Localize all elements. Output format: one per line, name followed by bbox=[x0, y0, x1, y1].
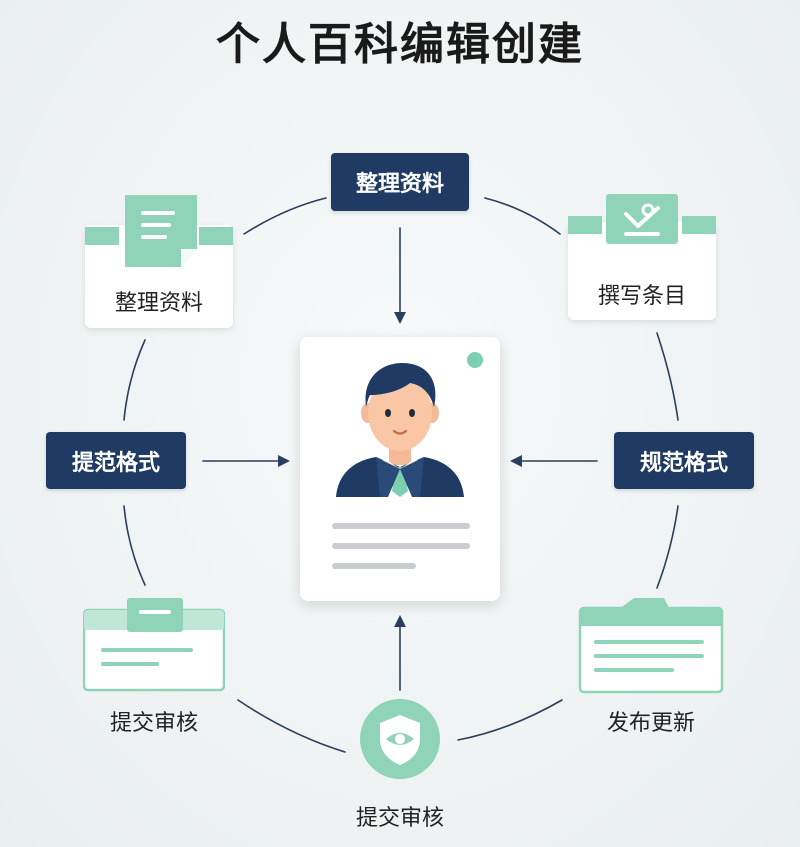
arc-right-lower bbox=[656, 505, 679, 589]
arc-right-upper bbox=[656, 332, 679, 421]
arrowhead-top bbox=[394, 312, 406, 324]
step-top-text: 整理资料 bbox=[355, 172, 444, 197]
profile-line-3 bbox=[332, 563, 416, 569]
submit-review-label-left: 提交审核 bbox=[109, 711, 198, 736]
document-icon bbox=[85, 195, 233, 267]
folder-document-icon bbox=[578, 598, 724, 694]
arc-left-upper bbox=[123, 339, 146, 421]
card-organize-materials-label: 整理资料 bbox=[114, 291, 203, 316]
edit-checkmark-icon bbox=[568, 194, 716, 244]
profile-line-1 bbox=[332, 523, 470, 529]
page-title: 个人百科编辑创建 bbox=[216, 19, 584, 70]
arrowhead-right bbox=[510, 455, 522, 467]
profile-line-2 bbox=[332, 543, 470, 549]
step-right-text: 规范格式 bbox=[639, 450, 728, 476]
submit-review-label-bottom: 提交审核 bbox=[355, 806, 444, 831]
arc-left-lower bbox=[123, 505, 146, 586]
arrowhead-left bbox=[278, 455, 290, 467]
eye-shield-icon[interactable] bbox=[358, 697, 442, 781]
form-icon bbox=[83, 598, 225, 692]
businessman-avatar-icon bbox=[336, 363, 464, 497]
arrowhead-bottom bbox=[394, 615, 406, 627]
arc-top-left bbox=[243, 197, 327, 235]
card-write-entry-label: 撰写条目 bbox=[597, 284, 686, 309]
step-top-label[interactable]: 整理资料 bbox=[331, 153, 469, 211]
publish-update-label: 发布更新 bbox=[606, 711, 695, 736]
arc-bottom-right bbox=[457, 699, 563, 741]
step-left-text: 提范格式 bbox=[71, 450, 160, 476]
step-left-label[interactable]: 提范格式 bbox=[46, 432, 186, 489]
arc-top-right bbox=[484, 197, 561, 235]
arc-bottom-left bbox=[237, 699, 346, 753]
profile-card[interactable] bbox=[300, 337, 500, 601]
step-right-label[interactable]: 规范格式 bbox=[614, 432, 754, 489]
status-dot bbox=[467, 352, 483, 368]
